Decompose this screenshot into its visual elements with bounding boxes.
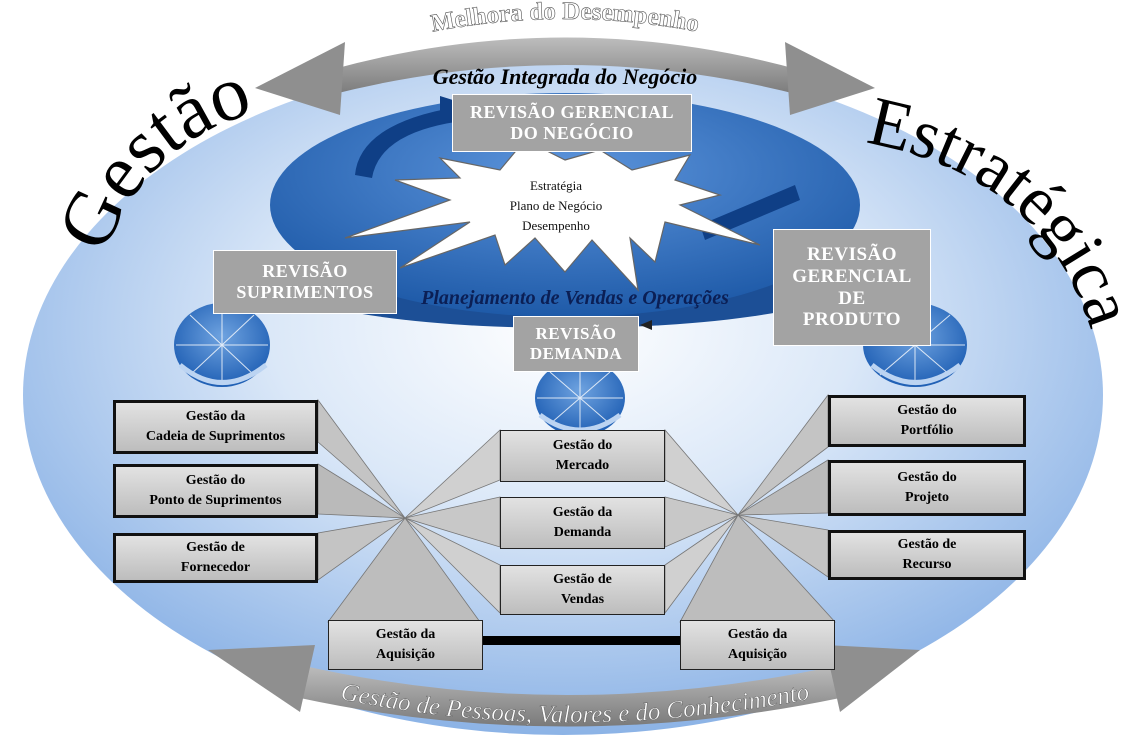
box-label-line1: Gestão do bbox=[185, 472, 246, 488]
box-label-line1: Gestão da bbox=[552, 504, 613, 520]
top-arrow-label: Melhora do Desempenho bbox=[429, 0, 701, 38]
review-business-box: REVISÃO GERENCIAL DO NEGÓCIO bbox=[452, 94, 692, 152]
box-demand-management: Gestão da Demanda bbox=[500, 497, 665, 549]
box-portfolio-management: Gestão do Portfólio bbox=[828, 395, 1026, 447]
box-label-line2: Vendas bbox=[560, 592, 605, 607]
box-resource-management: Gestão de Recurso bbox=[828, 530, 1026, 580]
box-label-line1: Gestão de bbox=[186, 539, 245, 555]
review-product-line2: GERENCIAL bbox=[792, 265, 912, 287]
review-business-line2: DO NEGÓCIO bbox=[510, 123, 634, 143]
box-label-line2: Demanda bbox=[553, 525, 612, 540]
box-label-line1: Gestão do bbox=[552, 437, 613, 453]
strategy-starburst bbox=[344, 139, 761, 292]
box-label-line2: Fornecedor bbox=[180, 560, 251, 575]
box-label-line2: Mercado bbox=[555, 458, 610, 473]
box-label-line2: Portfólio bbox=[900, 423, 954, 438]
burst-line-performance: Desempenho bbox=[522, 218, 590, 233]
review-product-box: REVISÃO GERENCIAL DE PRODUTO bbox=[773, 229, 931, 346]
box-label-line2: Cadeia de Suprimentos bbox=[145, 429, 286, 444]
box-label-line1: Gestão do bbox=[897, 469, 957, 485]
burst-line-strategy: Estratégia bbox=[530, 178, 582, 193]
box-sales-management: Gestão de Vendas bbox=[500, 565, 665, 615]
box-label-line1: Gestão do bbox=[897, 402, 957, 418]
review-supply-box: REVISÃO SUPRIMENTOS bbox=[213, 250, 397, 314]
box-acquisition-left: Gestão da Aquisição bbox=[328, 620, 483, 670]
box-label-line2: Projeto bbox=[904, 490, 950, 505]
burst-line-business-plan: Plano de Negócio bbox=[509, 198, 603, 213]
box-label-line1: Gestão de bbox=[897, 536, 957, 552]
integrated-management-label: Gestão Integrada do Negócio bbox=[433, 64, 698, 89]
review-business-line1: REVISÃO GERENCIAL bbox=[469, 102, 675, 123]
box-label-line2: Aquisição bbox=[375, 647, 436, 662]
right-funnel bbox=[664, 393, 836, 623]
box-label-line1: Gestão da bbox=[185, 408, 246, 424]
burst-text: Estratégia Plano de Negócio Desempenho bbox=[456, 176, 656, 236]
acquisition-connector bbox=[482, 636, 682, 645]
box-label-line1: Gestão da bbox=[375, 626, 436, 642]
box-label-line2: Recurso bbox=[902, 557, 952, 572]
review-supply-line2: SUPRIMENTOS bbox=[236, 282, 374, 302]
review-product-line3: DE bbox=[838, 287, 866, 309]
box-label-line2: Aquisição bbox=[727, 647, 788, 662]
wheel-supply bbox=[174, 303, 270, 387]
box-supply-point-management: Gestão do Ponto de Suprimentos bbox=[113, 464, 318, 518]
sop-label: Planejamento de Vendas e Operações bbox=[420, 287, 729, 309]
review-demand-line2: DEMANDA bbox=[529, 344, 623, 363]
bottom-double-arrow bbox=[208, 645, 920, 727]
box-label-line2: Ponto de Suprimentos bbox=[149, 493, 282, 508]
review-demand-box: REVISÃO DEMANDA bbox=[513, 316, 639, 372]
review-product-line4: PRODUTO bbox=[802, 309, 902, 331]
demand-arrow bbox=[640, 320, 652, 330]
top-double-arrow bbox=[255, 37, 875, 115]
box-label-line1: Gestão da bbox=[727, 626, 788, 642]
left-funnel bbox=[317, 398, 501, 623]
box-supply-chain-management: Gestão da Cadeia de Suprimentos bbox=[113, 400, 318, 454]
box-supplier-management: Gestão de Fornecedor bbox=[113, 533, 318, 583]
box-acquisition-right: Gestão da Aquisição bbox=[680, 620, 835, 670]
box-market-management: Gestão do Mercado bbox=[500, 430, 665, 482]
review-product-line1: REVISÃO bbox=[806, 243, 898, 265]
review-demand-line1: REVISÃO bbox=[535, 324, 617, 344]
box-label-line1: Gestão de bbox=[553, 571, 612, 587]
box-project-management: Gestão do Projeto bbox=[828, 460, 1026, 516]
review-supply-line1: REVISÃO bbox=[262, 261, 348, 282]
